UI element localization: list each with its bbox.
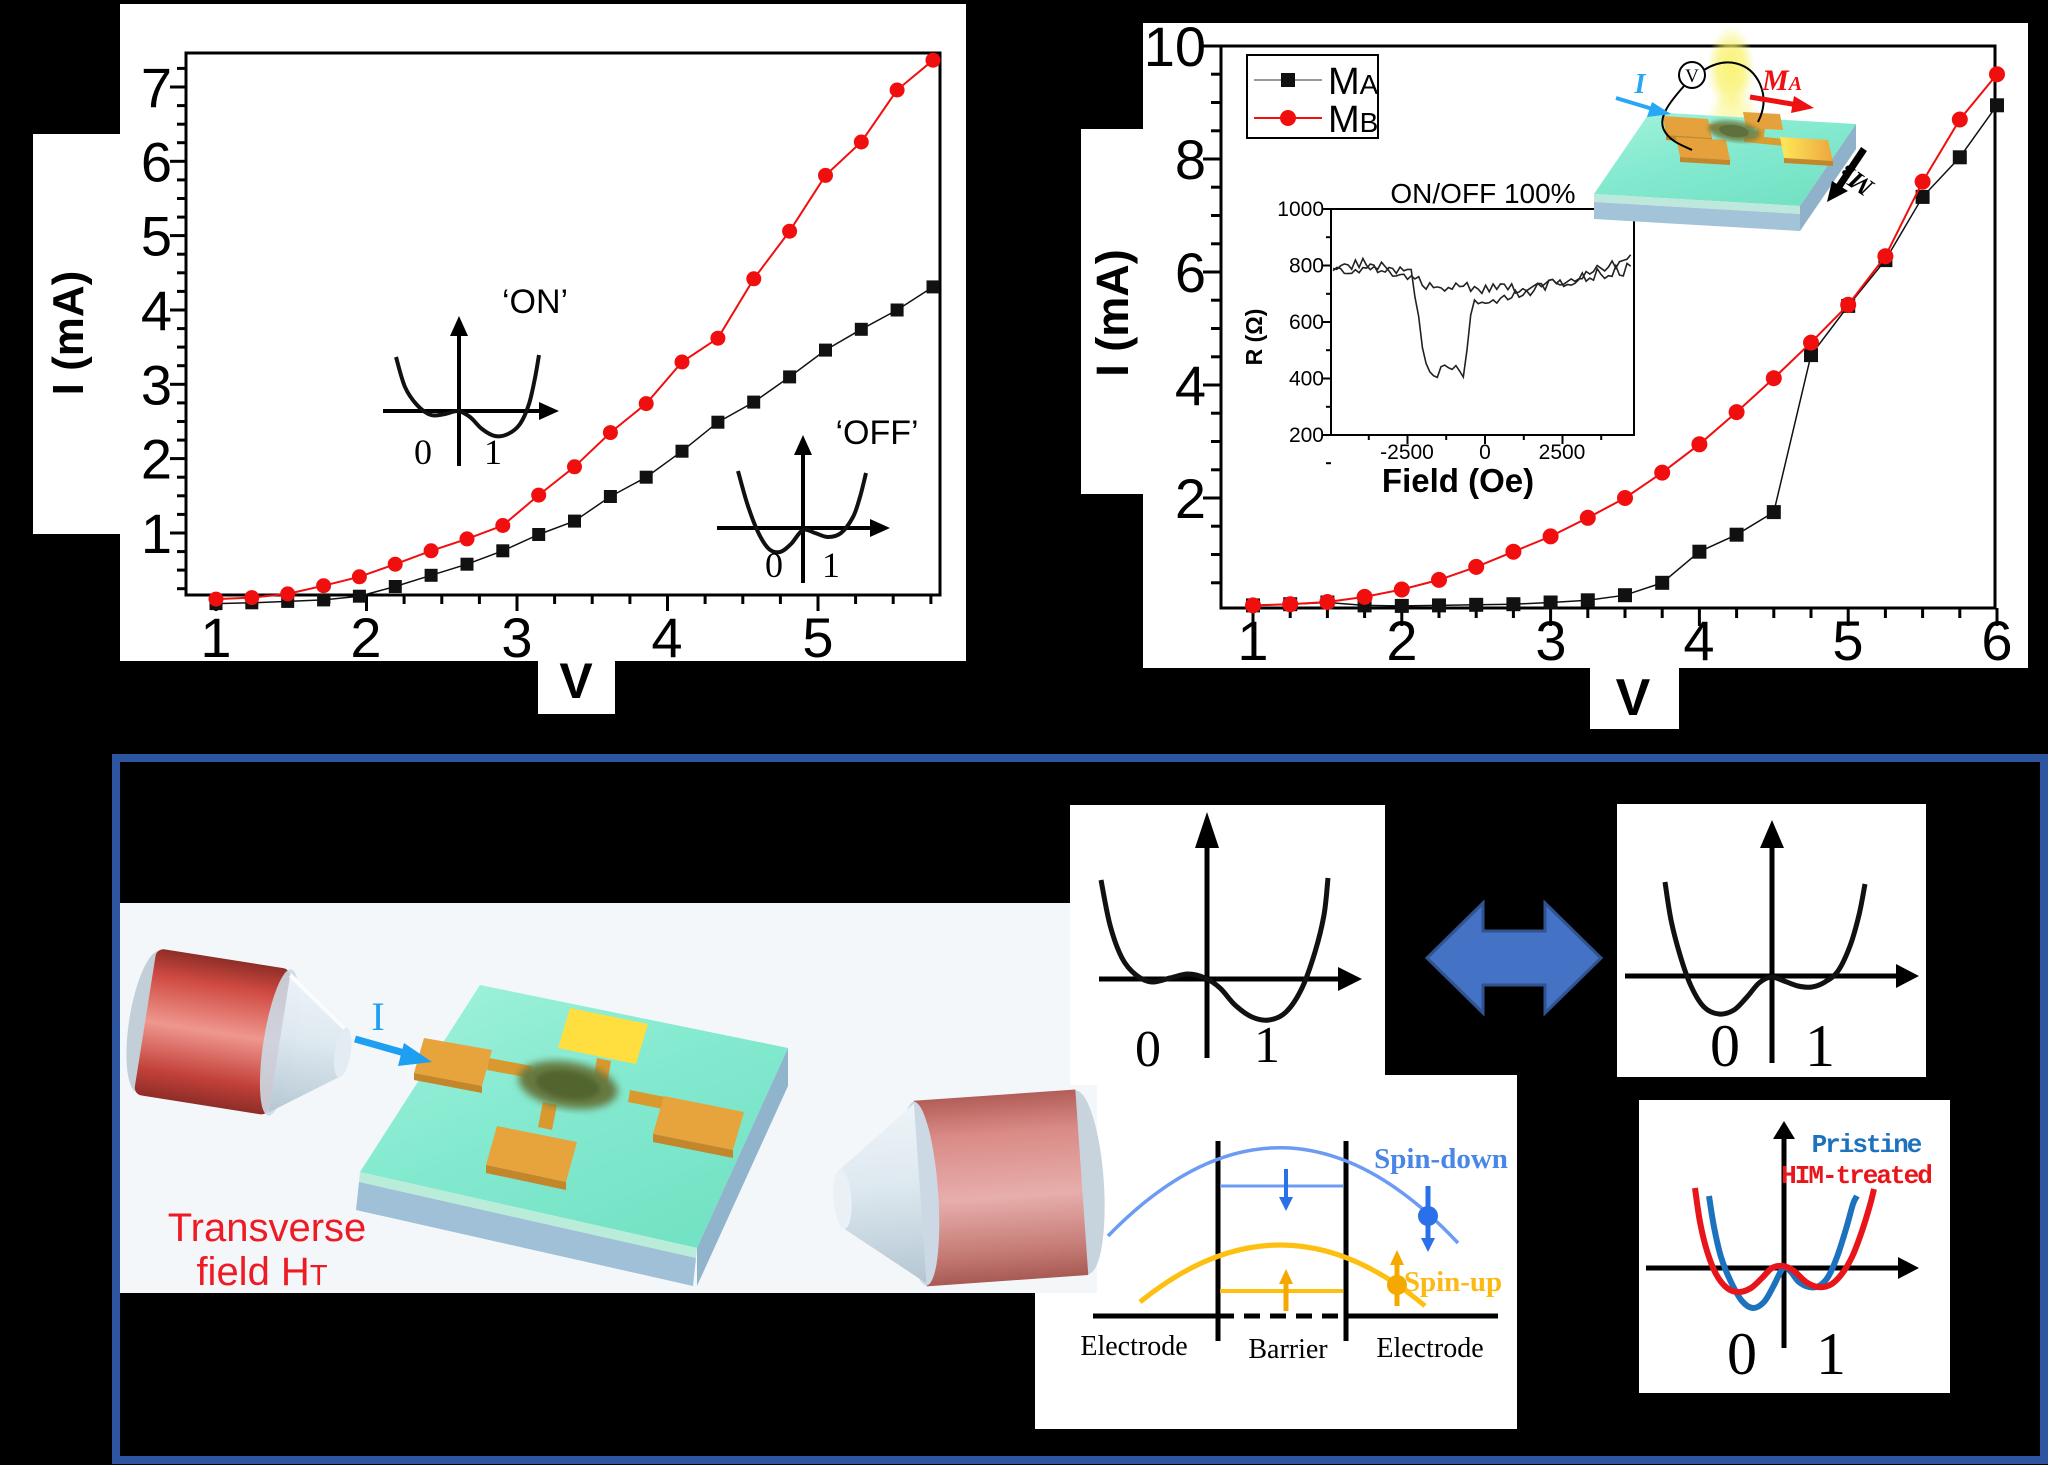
svg-text:Spin-up: Spin-up [1404,1266,1502,1298]
svg-text:10: 10 [1144,15,1206,78]
svg-text:1: 1 [1805,1013,1835,1079]
svg-text:I (mA): I (mA) [1087,249,1138,377]
svg-text:6: 6 [141,130,172,193]
svg-text:8: 8 [1175,128,1206,191]
svg-text:3: 3 [141,353,172,416]
svg-text:0: 0 [1479,441,1491,464]
svg-text:1: 1 [822,545,840,585]
svg-text:1000: 1000 [1277,198,1324,221]
svg-text:0: 0 [1727,1321,1757,1387]
svg-text:2: 2 [1175,467,1206,530]
svg-text:-2500: -2500 [1380,441,1434,464]
svg-text:200: 200 [1289,424,1324,447]
svg-text:0: 0 [414,432,432,472]
svg-text:Field (Oe): Field (Oe) [1382,462,1534,499]
svg-text:I (mA): I (mA) [44,271,93,396]
svg-text:6: 6 [1981,609,2012,672]
svg-text:1: 1 [484,432,502,472]
svg-text:Electrode: Electrode [1080,1331,1187,1362]
svg-text:2: 2 [1386,609,1417,672]
svg-text:5: 5 [1832,609,1863,672]
svg-text:I: I [1634,69,1647,100]
svg-text:4: 4 [1683,609,1714,672]
svg-text:R (Ω): R (Ω) [1241,309,1267,366]
svg-text:0: 0 [1135,1021,1161,1078]
svg-text:0: 0 [1710,1013,1740,1079]
svg-text:Electrode: Electrode [1376,1333,1483,1364]
svg-text:4: 4 [141,279,172,342]
svg-text:1: 1 [141,502,172,565]
svg-text:1: 1 [200,606,231,669]
svg-text:6: 6 [1175,241,1206,304]
svg-text:V: V [1616,669,1651,727]
svg-text:HIM-treated: HIM-treated [1781,1161,1931,1191]
svg-text:4: 4 [651,606,682,669]
svg-text:‘OFF’: ‘OFF’ [835,414,918,452]
svg-text:1: 1 [1254,1017,1280,1074]
svg-text:800: 800 [1289,255,1324,278]
svg-text:Spin-down: Spin-down [1374,1143,1508,1175]
svg-text:2500: 2500 [1539,441,1586,464]
svg-text:Transverse: Transverse [168,1206,367,1250]
svg-text:V: V [1685,66,1699,87]
svg-text:2: 2 [141,428,172,491]
svg-text:400: 400 [1289,368,1324,391]
svg-text:1: 1 [1816,1321,1846,1387]
svg-text:V: V [559,653,593,709]
svg-text:MA: MA [1328,61,1379,103]
svg-text:Pristine: Pristine [1812,1130,1922,1160]
svg-text:5: 5 [802,606,833,669]
svg-text:2: 2 [350,606,381,669]
svg-text:field HT: field HT [196,1250,327,1294]
svg-text:600: 600 [1289,311,1324,334]
svg-text:3: 3 [501,606,532,669]
svg-text:0: 0 [765,545,783,585]
svg-text:I: I [371,994,384,1039]
svg-text:Barrier: Barrier [1248,1334,1328,1365]
svg-text:ON/OFF 100%: ON/OFF 100% [1390,178,1575,209]
svg-text:‘ON’: ‘ON’ [502,283,568,321]
svg-text:7: 7 [141,56,172,119]
svg-text:3: 3 [1535,609,1566,672]
svg-text:5: 5 [141,205,172,268]
svg-text:1: 1 [1237,609,1268,672]
svg-text:4: 4 [1175,354,1206,417]
